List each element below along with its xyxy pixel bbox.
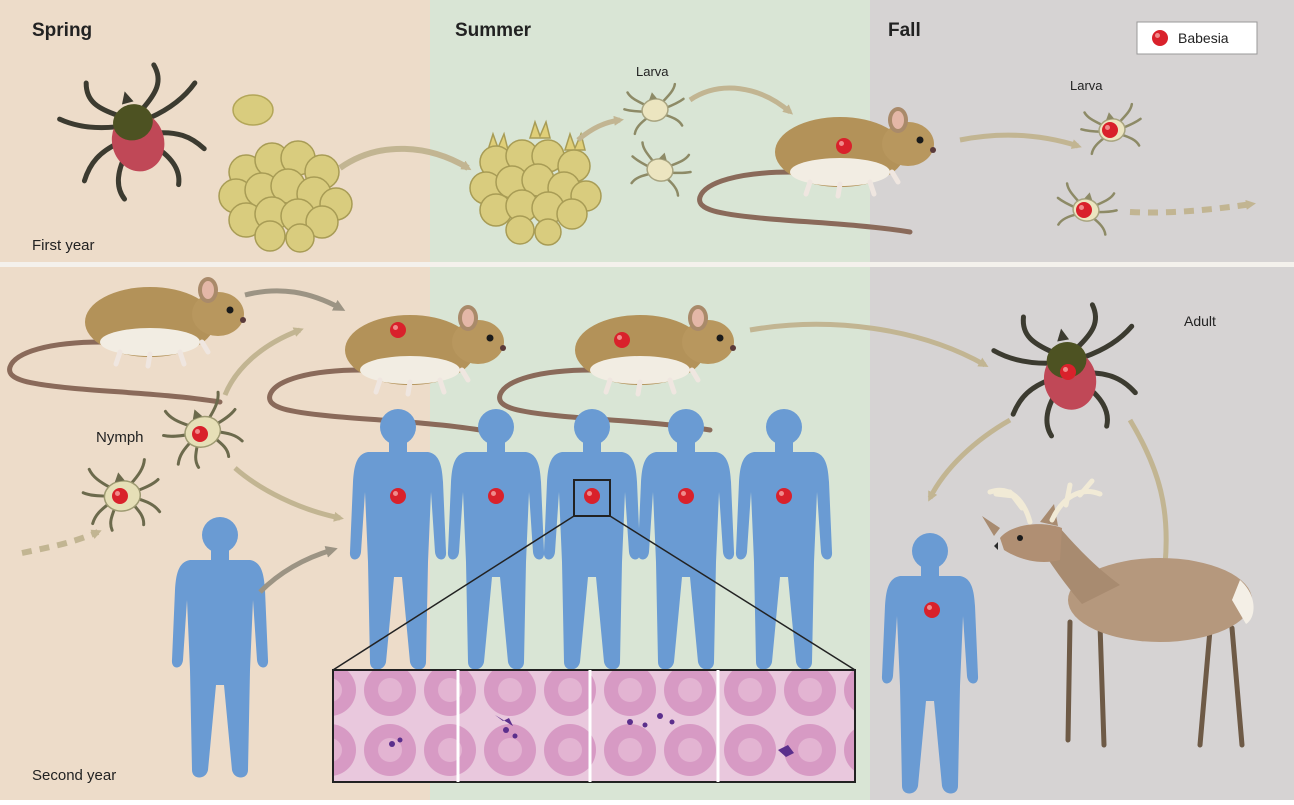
season-fall: Fall xyxy=(888,20,921,41)
babesia-in-human xyxy=(924,602,940,618)
babesia-in-nymph xyxy=(112,488,128,504)
babesia-in-human xyxy=(678,488,694,504)
arrow-mouse-to-adult xyxy=(749,321,989,368)
babesia-in-human xyxy=(776,488,792,504)
arrow-eggs-to-larva xyxy=(576,115,624,142)
label-nymph: Nymph xyxy=(96,429,144,446)
zoom-line-left xyxy=(332,515,575,671)
babesia-in-human xyxy=(390,488,406,504)
zoom-line-right xyxy=(609,515,856,671)
arrow-nymph-to-human xyxy=(233,466,344,522)
babesia-in-human xyxy=(488,488,504,504)
legend: Babesia xyxy=(1136,21,1258,55)
season-spring: Spring xyxy=(32,20,92,41)
arrow-adult-to-deer xyxy=(1127,418,1171,569)
arrow-mouse-to-larva-fall xyxy=(959,132,1082,149)
hatching-egg-cluster xyxy=(469,119,602,246)
season-summer: Summer xyxy=(455,20,532,41)
babesia-in-human xyxy=(584,488,600,504)
label-larva-summer: Larva xyxy=(636,64,669,79)
single-egg xyxy=(232,94,274,126)
babesia-in-adult-tick xyxy=(1060,364,1076,380)
year-divider xyxy=(0,262,1294,267)
babesia-in-mouse xyxy=(614,332,630,348)
row-label-second-year: Second year xyxy=(32,767,116,784)
blood-smear-panel xyxy=(332,669,856,783)
row-label-first-year: First year xyxy=(32,237,95,254)
arrow-dashed-to-next-year xyxy=(1129,199,1256,216)
arrow-adult-to-human xyxy=(927,417,1012,502)
babesia-in-larva xyxy=(1102,122,1118,138)
label-adult: Adult xyxy=(1184,313,1216,329)
arrow-eggs-to-hatching xyxy=(338,145,472,171)
white-tailed-deer xyxy=(982,478,1254,748)
arrow-dashed-from-previous-year xyxy=(21,529,102,556)
arrow-mouse-to-infected-mouse xyxy=(244,288,346,311)
arrow-human-to-infected xyxy=(258,545,338,594)
babesia-legend-icon xyxy=(1152,30,1168,46)
zoom-box xyxy=(573,479,611,517)
egg-cluster xyxy=(218,140,353,253)
legend-label: Babesia xyxy=(1178,30,1229,46)
babesia-in-larva xyxy=(1076,202,1092,218)
babesia-in-mouse xyxy=(390,322,406,338)
label-larva-fall: Larva xyxy=(1070,78,1103,93)
arrow-larva-to-mouse xyxy=(688,85,794,115)
babesia-in-mouse xyxy=(836,138,852,154)
babesia-in-nymph xyxy=(192,426,208,442)
arrow-nymph-to-mouse xyxy=(222,327,304,396)
